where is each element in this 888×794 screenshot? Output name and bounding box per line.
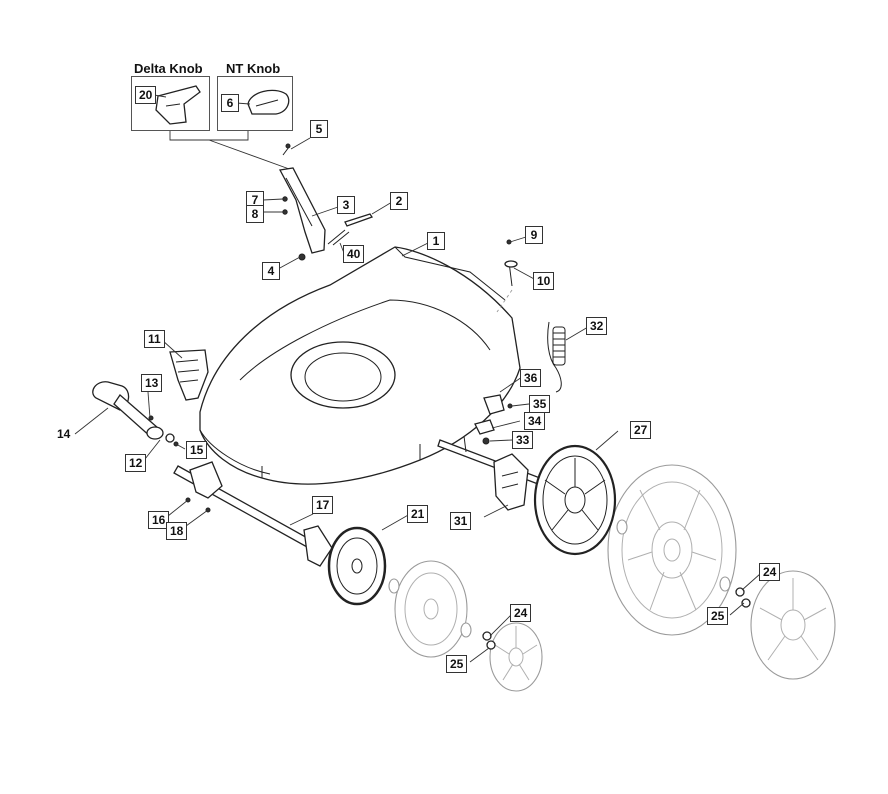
callout-33: 33 xyxy=(512,431,534,449)
callout-25-rear: 25 xyxy=(707,607,729,625)
callout-10: 10 xyxy=(533,272,555,290)
rear-wheel-large xyxy=(607,464,737,636)
handle-bracket xyxy=(278,143,374,261)
callout-32: 32 xyxy=(586,317,608,335)
inset-leader-line xyxy=(169,131,293,171)
callout-21: 21 xyxy=(407,505,429,523)
rear-axle xyxy=(437,435,541,511)
callout-36: 36 xyxy=(520,369,542,387)
callout-3: 3 xyxy=(337,196,355,214)
inset-box-nt-knob xyxy=(217,76,293,131)
callout-25-front: 25 xyxy=(446,655,468,673)
height-lever xyxy=(92,381,179,447)
front-drive-wheel xyxy=(327,526,387,606)
height-pin xyxy=(496,239,518,313)
callout-18: 18 xyxy=(166,522,188,540)
callout-27: 27 xyxy=(630,421,652,439)
inset-box-delta-knob xyxy=(131,76,210,131)
nt-knob-part xyxy=(247,89,290,115)
spring xyxy=(547,321,566,393)
callout-8: 8 xyxy=(246,205,264,223)
callout-16: 16 xyxy=(148,511,170,529)
callout-4: 4 xyxy=(262,262,280,280)
callout-20: 20 xyxy=(135,86,157,104)
callout-24-front: 24 xyxy=(510,604,532,622)
callout-40: 40 xyxy=(343,245,365,263)
front-hubcap xyxy=(489,622,543,692)
rear-hubcap xyxy=(750,570,836,680)
callout-2: 2 xyxy=(390,192,408,210)
height-adjuster xyxy=(169,349,209,401)
callout-24-rear: 24 xyxy=(759,563,781,581)
callout-17: 17 xyxy=(312,496,334,514)
small-washers-ghost xyxy=(388,519,731,638)
hub-nuts xyxy=(482,587,751,650)
delta-knob-part xyxy=(155,85,201,125)
inset-title-nt-knob: NT Knob xyxy=(226,61,281,76)
front-axle xyxy=(173,461,333,567)
callout-9: 9 xyxy=(525,226,543,244)
callout-7: 7 xyxy=(246,191,264,209)
mower-deck xyxy=(199,246,521,485)
callout-14: 14 xyxy=(57,427,71,441)
callout-13: 13 xyxy=(141,374,163,392)
front-wheel-small xyxy=(394,560,468,658)
rear-drive-wheel xyxy=(533,444,617,556)
callout-5: 5 xyxy=(310,120,328,138)
callout-11: 11 xyxy=(144,330,165,348)
callout-15: 15 xyxy=(186,441,208,459)
lever-bracket xyxy=(474,394,513,445)
callout-35: 35 xyxy=(529,395,551,413)
callout-31: 31 xyxy=(450,512,472,530)
callout-1: 1 xyxy=(427,232,445,250)
callout-34: 34 xyxy=(524,412,546,430)
callout-12: 12 xyxy=(125,454,147,472)
callout-6: 6 xyxy=(221,94,239,112)
inset-title-delta-knob: Delta Knob xyxy=(134,61,203,76)
